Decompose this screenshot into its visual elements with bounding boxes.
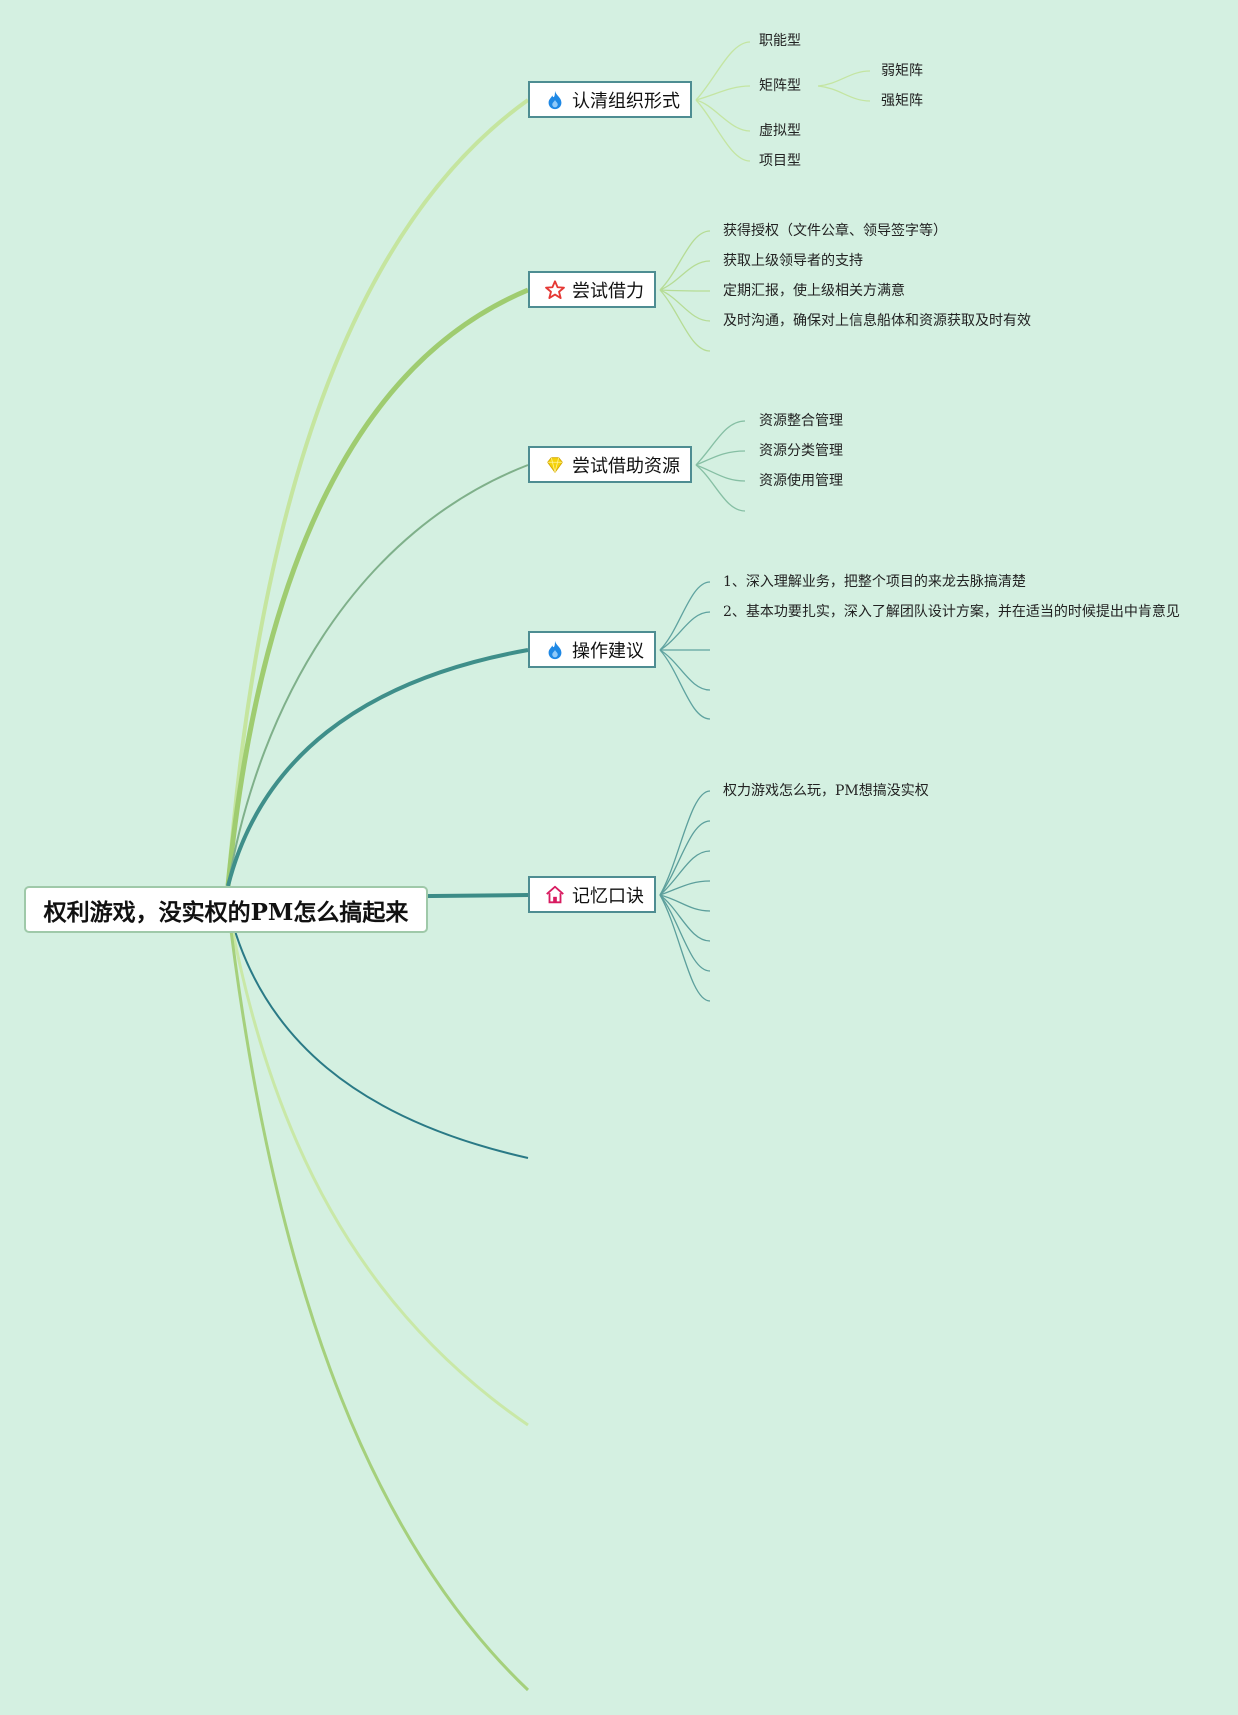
connector-b3-leaf-2 bbox=[695, 450, 746, 466]
branch-topic-5[interactable]: 记忆口诀 bbox=[528, 876, 656, 913]
connector-branch-2 bbox=[225, 287, 529, 887]
connector-b5-empty-4 bbox=[659, 894, 711, 912]
connector-b5-empty-3 bbox=[659, 880, 711, 896]
leaf-topic[interactable]: 矩阵型 bbox=[759, 78, 801, 94]
connector-b5-empty-2 bbox=[659, 850, 711, 896]
leaf-topic[interactable]: 资源整合管理 bbox=[759, 413, 843, 429]
branch-label: 认清组织形式 bbox=[572, 90, 680, 112]
connector-b5-empty-7 bbox=[659, 894, 711, 1002]
connector-branch-1 bbox=[226, 98, 530, 887]
star-icon bbox=[545, 279, 565, 299]
branch-topic-2[interactable]: 尝试借力 bbox=[528, 271, 656, 308]
leaf-topic[interactable]: 及时沟通，确保对上信息船体和资源获取及时有效 bbox=[723, 313, 1031, 329]
connector-b4-leaf-2 bbox=[659, 611, 711, 651]
leaf-topic[interactable]: 获取上级领导者的支持 bbox=[723, 253, 863, 269]
leaf-topic[interactable]: 项目型 bbox=[759, 153, 801, 169]
connector-b2-leaf-4 bbox=[659, 289, 711, 322]
fire-icon bbox=[548, 640, 562, 659]
leaf-topic[interactable]: 权力游戏怎么玩，PM想搞没实权 bbox=[723, 783, 929, 799]
leaf-topic[interactable]: 虚拟型 bbox=[759, 123, 801, 139]
connector-branch-3 bbox=[227, 464, 529, 887]
connector-empty-2 bbox=[226, 905, 529, 1427]
connector-b5-empty-1 bbox=[659, 820, 711, 896]
leaf-topic[interactable]: 获得授权（文件公章、领导签字等） bbox=[723, 223, 947, 239]
leaf-topic[interactable]: 1、深入理解业务，把整个项目的来龙去脉搞清楚 bbox=[723, 574, 1026, 590]
branch-label: 尝试借力 bbox=[572, 280, 644, 302]
branch-topic-3[interactable]: 尝试借助资源 bbox=[528, 446, 692, 483]
house-icon bbox=[546, 885, 564, 903]
connector-b2-leaf-2 bbox=[659, 260, 711, 291]
branch-label: 尝试借助资源 bbox=[572, 455, 680, 477]
diamond-icon bbox=[547, 456, 563, 473]
leaf-topic[interactable]: 定期汇报，使上级相关方满意 bbox=[723, 283, 905, 299]
connector-b4-empty-2 bbox=[659, 649, 711, 691]
connector-b4-empty-3 bbox=[659, 649, 711, 720]
branch-topic-4[interactable]: 操作建议 bbox=[528, 631, 656, 668]
leaf-topic[interactable]: 资源使用管理 bbox=[759, 473, 843, 489]
connector-b1-leaf-3 bbox=[695, 99, 751, 132]
connector-empty-1 bbox=[227, 905, 529, 1159]
connector-b4-leaf-1 bbox=[659, 581, 711, 651]
leaf-topic[interactable]: 职能型 bbox=[759, 33, 801, 49]
root-topic[interactable]: 权利游戏，没实权的PM怎么搞起来 bbox=[24, 886, 428, 933]
connector-b1-sub-2 bbox=[817, 85, 871, 102]
leaf-topic[interactable]: 2、基本功要扎实，深入了解团队设计方案，并在适当的时候提出中肯意见 bbox=[723, 604, 1180, 620]
connector-b5-empty-6 bbox=[659, 894, 711, 972]
leaf-topic[interactable]: 强矩阵 bbox=[881, 93, 923, 109]
branch-label: 记忆口诀 bbox=[572, 885, 644, 907]
connector-b1-leaf-2 bbox=[695, 85, 751, 101]
connector-b1-sub-1 bbox=[817, 70, 871, 87]
connector-b3-empty-1 bbox=[695, 464, 746, 512]
connector-b2-leaf-3 bbox=[659, 289, 711, 292]
connector-empty-3 bbox=[226, 905, 530, 1692]
connector-b3-leaf-3 bbox=[695, 464, 746, 482]
connector-b2-leaf-1 bbox=[659, 230, 711, 291]
connector-b5-empty-5 bbox=[659, 894, 711, 942]
connector-b1-leaf-4 bbox=[695, 99, 751, 162]
connector-b2-empty-1 bbox=[659, 289, 711, 352]
connector-b1-leaf-1 bbox=[695, 41, 751, 101]
leaf-topic[interactable]: 资源分类管理 bbox=[759, 443, 843, 459]
connector-branch-4 bbox=[226, 648, 529, 887]
connector-b3-leaf-1 bbox=[695, 420, 746, 466]
connector-b5-leaf-1 bbox=[659, 790, 711, 896]
root-title: 权利游戏，没实权的PM怎么搞起来 bbox=[43, 898, 409, 926]
branch-topic-1[interactable]: 认清组织形式 bbox=[528, 81, 692, 118]
leaf-topic[interactable]: 弱矩阵 bbox=[881, 63, 923, 79]
branch-label: 操作建议 bbox=[572, 640, 644, 662]
fire-icon bbox=[548, 90, 562, 109]
